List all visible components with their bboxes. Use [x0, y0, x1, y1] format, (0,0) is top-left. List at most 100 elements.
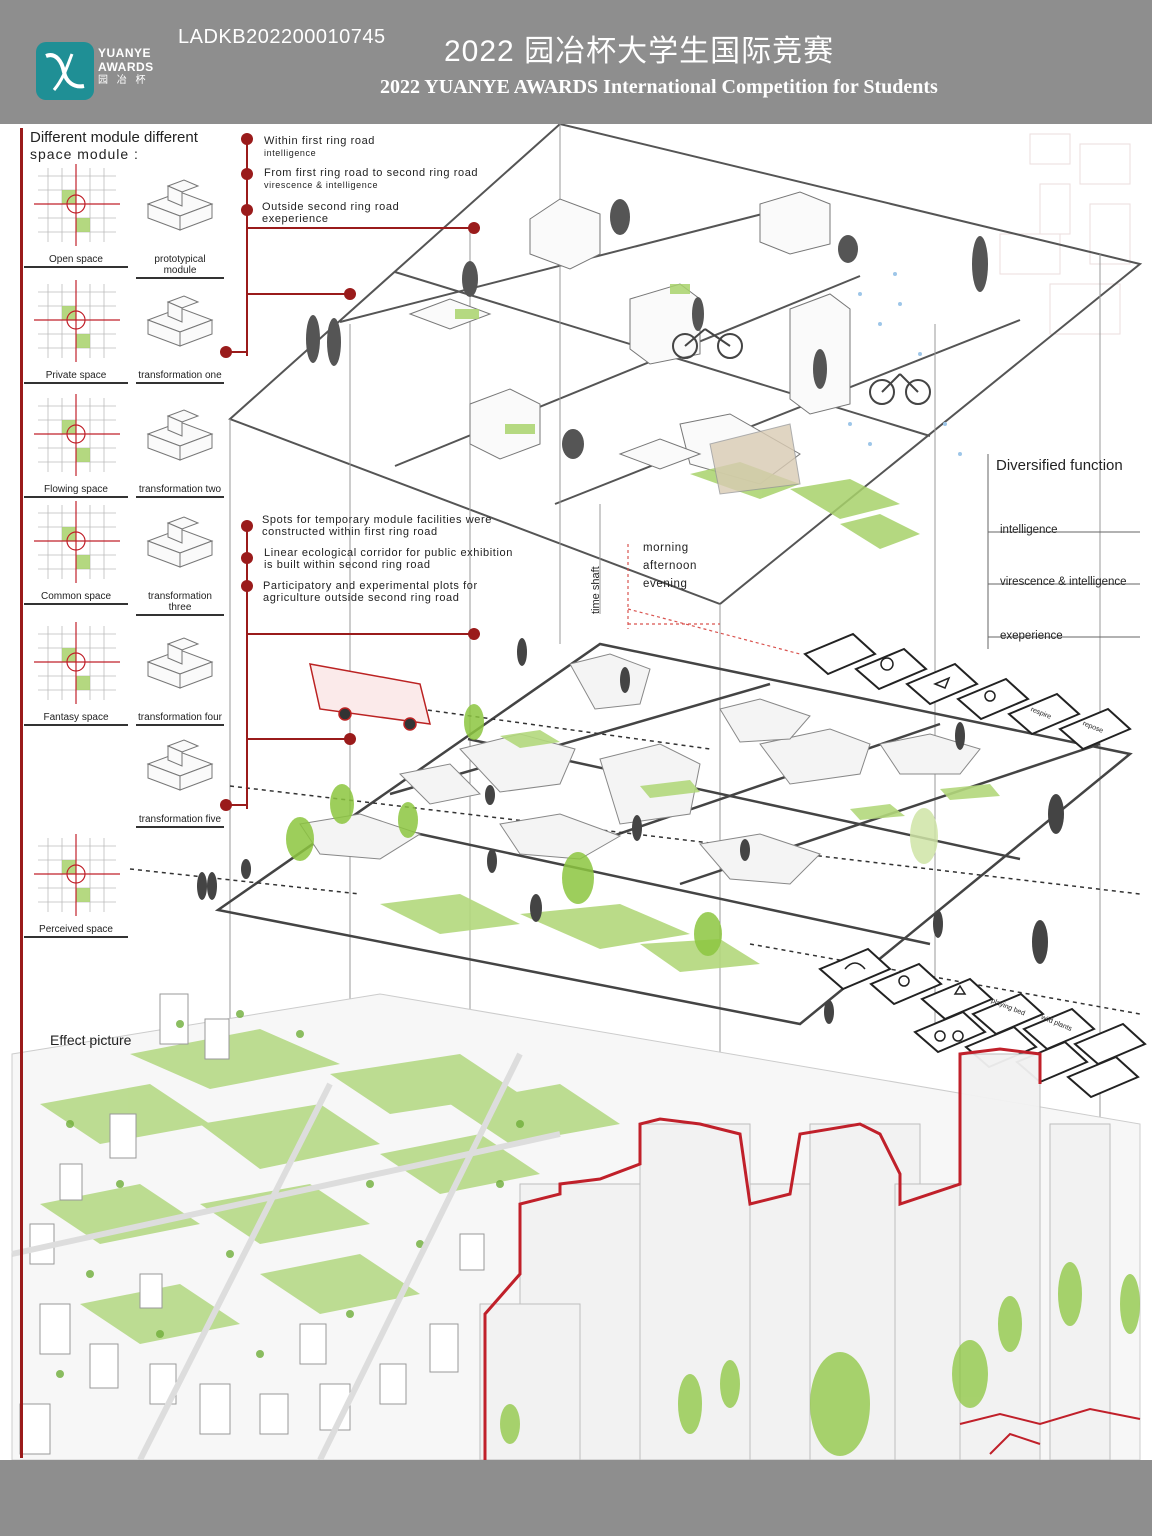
legend-mid-2-line1: Linear ecological corridor for public ex…: [264, 547, 513, 559]
effect-picture-label: Effect picture: [50, 1032, 132, 1048]
legend-top-2-line1: From first ring road to second ring road: [264, 167, 479, 179]
legend-mid-1-line1: Spots for temporary module facilities we…: [262, 514, 493, 526]
bus-illustration: [309, 663, 431, 731]
module-row: Fantasy space transformation four: [24, 612, 224, 726]
module-space-label: Flowing space: [24, 484, 128, 498]
time-afternoon: afternoon: [643, 560, 697, 572]
module-plan-diagram: [34, 834, 120, 916]
legend-dots-mid: [220, 520, 480, 811]
module-row: Open space prototypical module: [24, 154, 224, 279]
dashed-ring-lines: [129, 708, 1141, 1015]
left-title-line1: Different module different: [30, 129, 198, 146]
red-time-arrow: [627, 544, 801, 655]
module-type-label: transformation four: [136, 712, 224, 726]
highrise-trees: [500, 1262, 1140, 1456]
registration-id: LADKB202200010745: [178, 26, 386, 48]
yuanye-logo: YUANYE AWARDS 园 冶 杯: [36, 42, 160, 102]
module-plan-diagram: [34, 622, 120, 704]
module-plan-diagram: [34, 501, 120, 583]
module-type-label: transformation one: [136, 370, 224, 384]
module-space-label: Perceived space: [24, 924, 128, 938]
legend-mid-1-line2: constructed within first ring road: [262, 526, 438, 538]
module-plan-diagram: [34, 164, 120, 246]
bicycle-icon-top: [672, 328, 931, 405]
function-panel-title: Diversified function: [996, 457, 1123, 474]
module-type-label: transformation three: [136, 591, 224, 616]
logo-line2: AWARDS: [98, 60, 154, 74]
left-panel-title: Different module different space module …: [30, 129, 198, 163]
legend-top-1-line2: intelligence: [264, 148, 317, 158]
footer-band: [0, 1460, 1152, 1536]
icon-row-1: [803, 632, 1132, 751]
module-plan-diagram: [34, 280, 120, 362]
module-isometric-diagram: [146, 739, 214, 791]
city-roads: [11, 1052, 561, 1460]
module-row: transformation five: [24, 714, 224, 828]
left-title-line2: space module :: [30, 146, 139, 162]
left-red-rule: [20, 128, 23, 1458]
module-space-label: Private space: [24, 370, 128, 384]
module-type-label: prototypical module: [136, 254, 224, 279]
logo-line3: 园 冶 杯: [98, 75, 149, 86]
module-space-label: Common space: [24, 591, 128, 605]
legend-top-3-line2: exeperience: [262, 213, 329, 225]
legend-lines-mid: [228, 524, 474, 809]
middle-plane-trees: [286, 704, 938, 956]
module-type-label: transformation two: [136, 484, 224, 498]
function-panel-lines: [987, 454, 1140, 649]
module-row: Perceived space: [24, 824, 224, 938]
function-item-intelligence: intelligence: [1000, 524, 1058, 536]
legend-dots-top: [220, 133, 480, 358]
module-row: Flowing space transformation two: [24, 384, 224, 498]
logo-text: YUANYE AWARDS 园 冶 杯: [98, 46, 154, 88]
legend-top-1-line1: Within first ring road: [264, 135, 376, 147]
module-isometric-diagram: [146, 637, 214, 689]
legend-top-2: From first ring road to second ring road…: [264, 167, 478, 191]
legend-top-3-line1: Outside second ring road: [262, 201, 400, 213]
top-plane-people: [306, 199, 988, 459]
red-site-boundary: [959, 1407, 1141, 1455]
logo-mark-icon: [36, 42, 94, 100]
function-item-virescence: virescence & intelligence: [1000, 576, 1127, 588]
module-isometric-diagram: [146, 295, 214, 347]
top-plane-modules: [408, 191, 851, 485]
module-isometric-diagram: [146, 179, 214, 231]
module-isometric-diagram: [146, 516, 214, 568]
legend-mid-3: Participatory and experimental plots for…: [263, 580, 478, 604]
poster-board: Different module different space module …: [0, 124, 1152, 1460]
logo-line1: YUANYE: [98, 46, 152, 60]
module-type-label: transformation five: [136, 814, 224, 828]
module-row: Private space transformation one: [24, 270, 224, 384]
legend-mid-1: Spots for temporary module facilities we…: [262, 514, 492, 538]
time-shaft-label: time shaft: [590, 566, 602, 614]
module-row: Common space transformation three: [24, 491, 224, 616]
city-trees: [56, 1010, 524, 1378]
module-space-label: Open space: [24, 254, 128, 268]
highrise-red-outline: [483, 1047, 1042, 1460]
legend-mid-2-line2: is built within second ring road: [264, 559, 431, 571]
module-plan-diagram: [34, 394, 120, 476]
middle-plane-modules: [299, 653, 981, 885]
time-evening: evening: [643, 578, 688, 590]
legend-mid-2: Linear ecological corridor for public ex…: [264, 547, 513, 571]
canopy: [709, 423, 801, 495]
legend-mid-3-line2: agriculture outside second ring road: [263, 592, 460, 604]
city-map-watermark: [999, 133, 1131, 335]
time-morning: morning: [643, 542, 689, 554]
legend-top-2-line2: virescence & intelligence: [264, 180, 379, 190]
header-band: YUANYE AWARDS 园 冶 杯 LADKB202200010745 20…: [0, 0, 1152, 124]
rain-drops: [848, 272, 962, 456]
icon-row-2: [818, 947, 1147, 1066]
axonometric-scene: [11, 124, 1147, 1460]
middle-plane-people: [197, 638, 1064, 1024]
legend-top-3: Outside second ring road exeperience: [262, 201, 399, 225]
module-isometric-diagram: [146, 409, 214, 461]
icon-glyphs: [844, 657, 996, 1042]
function-item-experience: exeperience: [1000, 630, 1063, 642]
middle-plane-greens: [380, 730, 1000, 972]
legend-top-1: Within first ring road intelligence: [264, 135, 375, 159]
title-english: 2022 YUANYE AWARDS International Competi…: [380, 76, 938, 98]
legend-mid-3-line1: Participatory and experimental plots for: [263, 580, 478, 592]
module-space-label: Fantasy space: [24, 712, 128, 726]
title-chinese: 2022 园冶杯大学生国际竞赛: [444, 35, 835, 68]
